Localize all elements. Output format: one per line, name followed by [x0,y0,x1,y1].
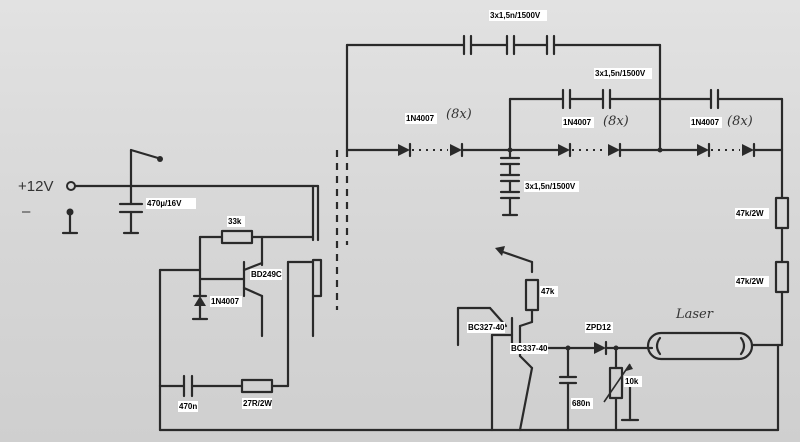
resistor-47k [524,278,540,324]
diode-chain [345,142,784,158]
transistor-bd249c [198,235,264,338]
diode-1n4007-main [191,286,209,321]
ground-terminal [61,208,79,235]
laser-label: Laser [675,307,714,322]
transistor-bc327 [456,306,514,432]
cap-680n-label: 680n [572,399,590,408]
transistor-main-label: BD249C [251,270,282,279]
resistor-47k-2w-a [774,148,790,264]
capacitor-stack [499,148,521,217]
zener-zpd12 [566,340,654,356]
zener-label: ZPD12 [586,323,611,332]
resistor-47k-2w-b [750,260,790,347]
switch-icon [129,148,163,188]
minus-label: – [22,203,31,220]
pot-10k-label: 10k [625,377,639,386]
res-47k-a-label: 47k/2W [736,209,764,218]
capacitor-680n [558,345,578,432]
transformer [311,150,349,310]
hand-note-1: (8x) [446,107,472,122]
res-27r-label: 27R/2W [243,399,272,408]
resistor-27r [240,378,290,394]
transistor-pnp-label: BC327-40 [468,323,505,332]
hand-note-2: (8x) [603,114,629,129]
supply-terminal [66,181,320,191]
transistor-npn-label: BC337-40 [511,344,548,353]
capacitor-chain-middle [508,88,784,152]
diode-1-label: 1N4007 [406,114,435,123]
cap-mid-label: 3x1,5n/1500V [595,69,646,78]
cap-470n-label: 470n [179,402,197,411]
capacitor-470u [118,184,144,235]
cap-470u-label: 470µ/16V [147,199,182,208]
res-47k-label: 47k [541,287,555,296]
capacitor-470n [158,268,244,398]
supply-label: +12V [18,178,53,195]
hand-note-3: (8x) [727,114,753,129]
diode-2-label: 1N4007 [563,118,592,127]
switch-icon-2 [495,246,534,274]
cap-top-label: 3x1,5n/1500V [490,11,541,20]
diode-3-label: 1N4007 [691,118,720,127]
capacitor-chain-top [345,34,662,152]
res-47k-b-label: 47k/2W [736,277,764,286]
potentiometer-10k [603,346,640,432]
laser-tube-icon [646,331,754,361]
ground-rail [158,384,780,432]
res-33k-label: 33k [228,217,242,226]
diode-main-label: 1N4007 [211,297,240,306]
cap-stack-label: 3x1,5n/1500V [525,182,576,191]
